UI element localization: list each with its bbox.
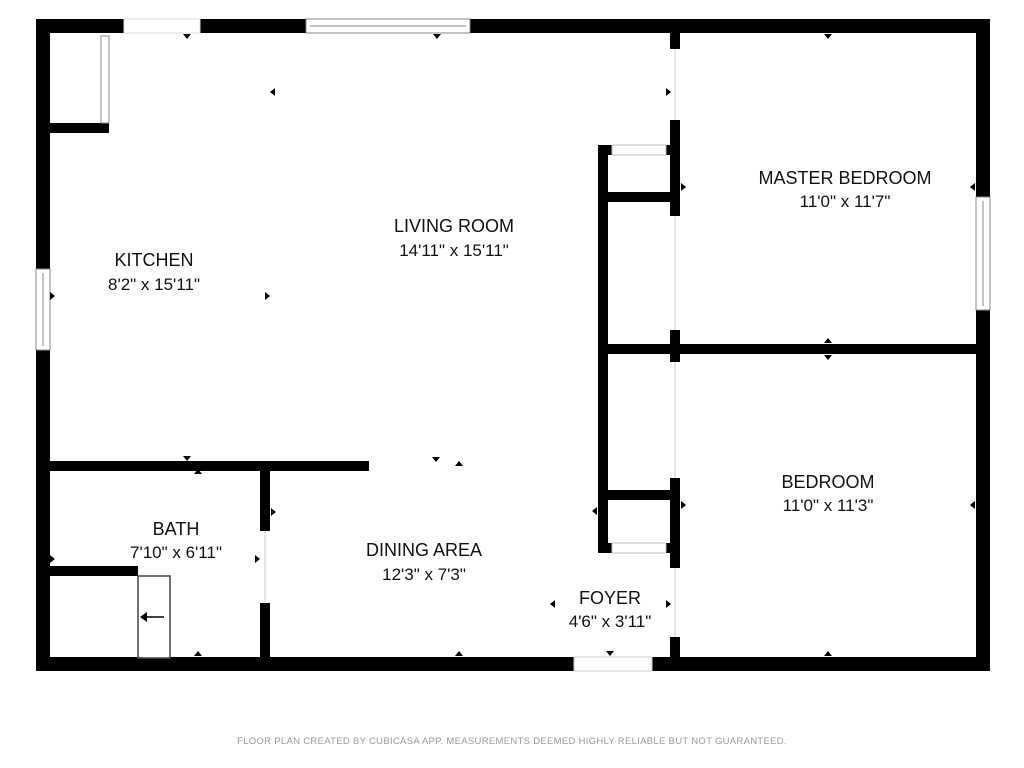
footer-disclaimer: FLOOR PLAN CREATED BY CUBICASA APP. MEAS… xyxy=(237,736,787,747)
marker xyxy=(824,34,832,39)
marker xyxy=(455,651,463,656)
wall-closet-bottom-left xyxy=(598,543,612,553)
measurement-markers xyxy=(50,34,975,656)
wall-closet-top-right xyxy=(666,145,680,155)
marker xyxy=(606,651,614,656)
room-dims-bath: 7'10" x 6'11" xyxy=(130,543,222,562)
wall-closet-shelf-1 xyxy=(598,192,680,202)
marker xyxy=(666,88,671,96)
windows xyxy=(35,18,991,672)
marker xyxy=(970,183,975,191)
marker xyxy=(681,501,686,509)
room-name-living-room: LIVING ROOM xyxy=(394,216,514,236)
marker xyxy=(50,292,55,300)
wall-top-right xyxy=(470,19,990,33)
wall-bedroom-divider xyxy=(598,344,990,354)
marker xyxy=(265,292,270,300)
marker xyxy=(824,651,832,656)
marker xyxy=(271,508,276,516)
marker xyxy=(183,34,191,39)
marker xyxy=(824,338,832,343)
walls xyxy=(36,19,990,671)
marker xyxy=(970,501,975,509)
wall-center-upper xyxy=(670,19,680,49)
marker xyxy=(270,88,275,96)
marker xyxy=(455,461,463,466)
wall-left-lower xyxy=(36,350,50,671)
room-name-foyer: FOYER xyxy=(579,588,641,608)
room-name-bedroom: BEDROOM xyxy=(781,472,874,492)
wall-bath-right-lower xyxy=(260,603,270,661)
window-nook xyxy=(100,35,110,124)
wall-top-left xyxy=(36,19,124,33)
room-dims-living-room: 14'11" x 15'11" xyxy=(399,241,509,260)
fixtures xyxy=(137,575,171,659)
wall-bottom-left xyxy=(36,657,574,671)
room-dims-dining-area: 12'3" x 7'3" xyxy=(382,565,466,584)
marker xyxy=(433,34,441,39)
wall-center-lower xyxy=(670,637,680,671)
wall-right-upper xyxy=(976,19,990,197)
wall-right-lower xyxy=(976,310,990,671)
wall-bottom-right xyxy=(652,657,990,671)
wall-closet-top xyxy=(598,145,612,155)
bath-arrow-head xyxy=(140,612,147,622)
room-dims-kitchen: 8'2" x 15'11" xyxy=(108,275,200,294)
marker xyxy=(194,651,202,656)
opening-closet-bottom xyxy=(611,542,667,554)
room-dims-foyer: 4'6" x 3'11" xyxy=(569,612,652,631)
wall-bath-top xyxy=(36,461,369,471)
marker xyxy=(666,600,671,608)
wall-closet-bottom-right xyxy=(666,543,680,553)
room-dims-master-bedroom: 11'0" x 11'7" xyxy=(800,192,891,211)
room-labels: KITCHEN 8'2" x 15'11" LIVING ROOM 14'11"… xyxy=(108,168,932,631)
marker xyxy=(432,457,440,462)
marker xyxy=(550,600,555,608)
marker xyxy=(681,183,686,191)
marker xyxy=(255,555,260,563)
entry-door xyxy=(573,656,653,672)
wall-nook-horizontal xyxy=(36,123,109,133)
wall-top-mid xyxy=(200,19,306,33)
marker xyxy=(824,355,832,360)
room-name-master-bedroom: MASTER BEDROOM xyxy=(758,168,931,188)
wall-left-upper xyxy=(36,19,50,269)
wall-closet-shelf-2 xyxy=(598,490,680,500)
room-name-kitchen: KITCHEN xyxy=(114,250,193,270)
room-dims-bedroom: 11'0" x 11'3" xyxy=(783,496,874,515)
opening-closet-top xyxy=(611,144,667,156)
marker xyxy=(194,469,202,474)
marker xyxy=(50,555,55,563)
marker xyxy=(592,507,597,515)
wall-bath-inner xyxy=(36,566,138,576)
marker xyxy=(183,456,191,461)
wall-bath-right-upper xyxy=(260,461,270,531)
wall-center-mid-c xyxy=(670,478,680,568)
wall-center-mid-a xyxy=(670,120,680,216)
window-top-kitchen xyxy=(123,18,201,34)
room-name-dining-area: DINING AREA xyxy=(366,540,482,560)
room-name-bath: BATH xyxy=(153,519,200,539)
